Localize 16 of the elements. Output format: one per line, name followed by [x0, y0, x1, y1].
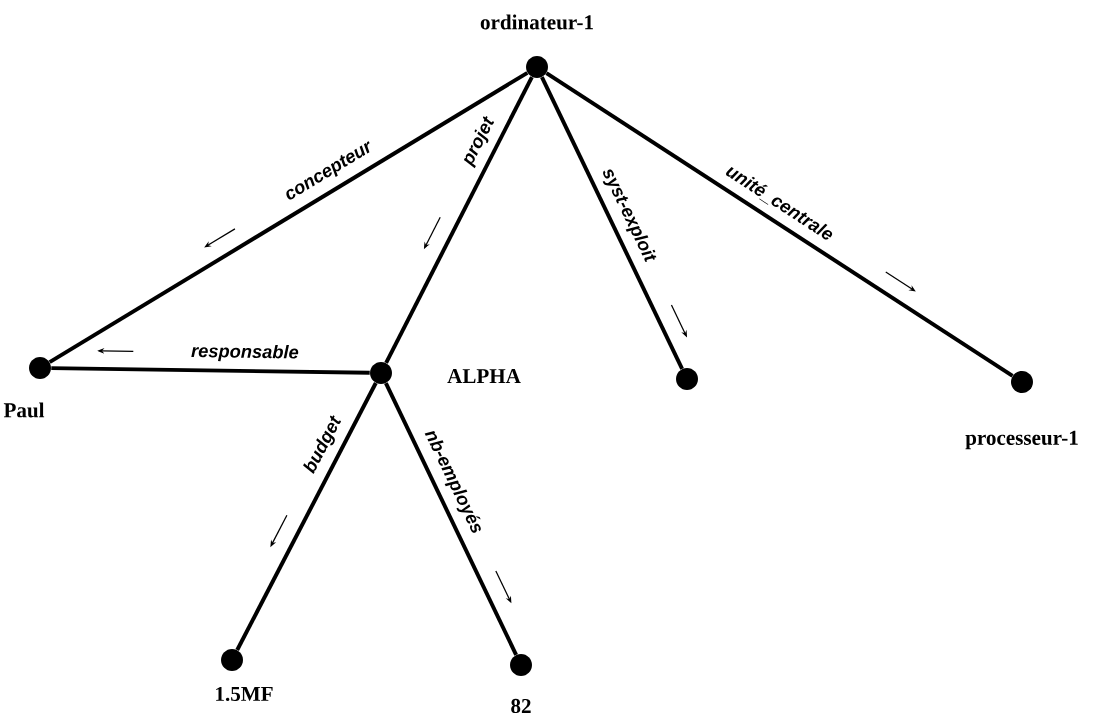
connector — [48, 71, 529, 364]
connector — [384, 382, 518, 656]
node-label: ordinateur-1 — [480, 14, 593, 30]
connector — [235, 382, 378, 651]
edge-label: projet — [463, 116, 495, 169]
connector — [545, 71, 1014, 378]
node-label: Paul — [3, 402, 45, 418]
node-label: 82 — [511, 698, 531, 714]
connector — [540, 76, 684, 370]
connector — [384, 76, 534, 364]
node-label: ALPHA — [447, 369, 521, 383]
dot — [676, 368, 698, 390]
node-label: processeur-1 — [965, 430, 1078, 450]
edge-label: responsable — [191, 344, 299, 362]
connector — [51, 366, 370, 375]
node-label: 1.5MF — [216, 686, 273, 702]
